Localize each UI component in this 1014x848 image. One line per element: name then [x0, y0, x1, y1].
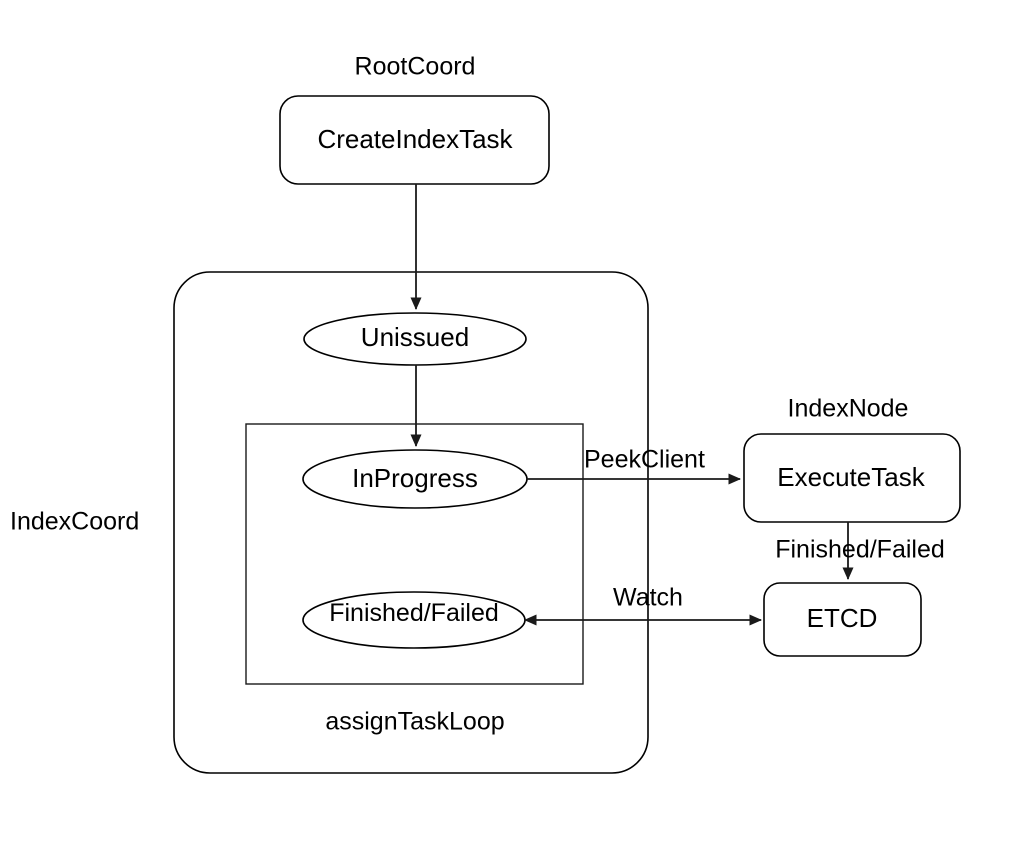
node-shape-unissued[interactable] [303, 312, 527, 366]
node-label-execute-task: ExecuteTask [777, 462, 925, 492]
node-label-unissued: Unissued [361, 322, 469, 352]
node-label-finished-failed: Finished/Failed [329, 599, 499, 627]
group-label-index-node: IndexNode [788, 395, 909, 423]
group-label-assign-task-loop: assignTaskLoop [325, 708, 504, 736]
node-label-in-progress: InProgress [352, 463, 478, 493]
edge-label-finished-failed: Finished/Failed [775, 536, 945, 564]
node-shape-etcd[interactable] [763, 582, 922, 657]
node-shape-execute-task[interactable] [743, 433, 961, 523]
edge-label-peek-client: PeekClient [584, 446, 705, 474]
group-label-root-coord: RootCoord [355, 53, 476, 81]
node-label-create-index-task: CreateIndexTask [317, 124, 513, 154]
node-shape-create-index-task[interactable] [279, 95, 550, 185]
edge-label-watch: Watch [613, 584, 683, 612]
node-label-etcd: ETCD [807, 603, 878, 633]
group-label-index-coord: IndexCoord [10, 508, 139, 536]
